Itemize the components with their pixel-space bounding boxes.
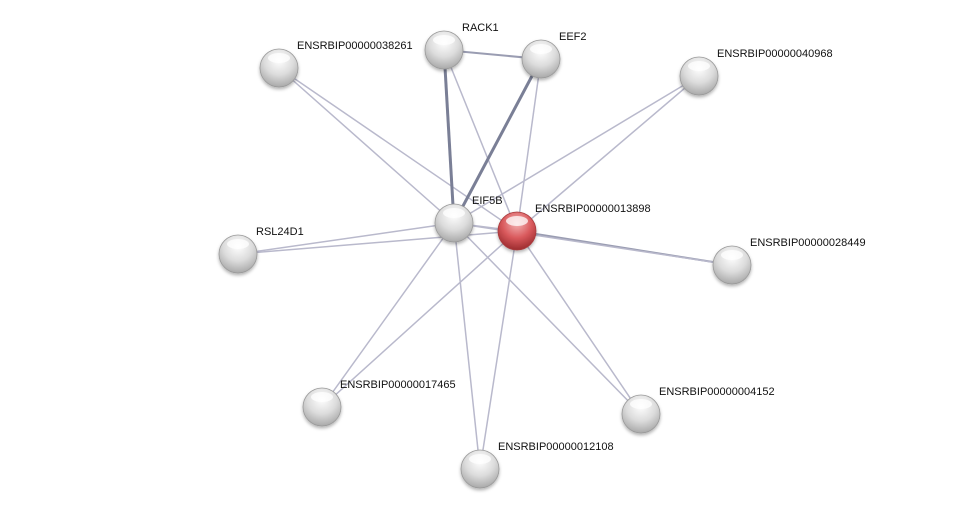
node-label: ENSRBIP00000040968 — [717, 48, 833, 60]
node-ensrbip00000012108[interactable]: ENSRBIP00000012108 — [460, 441, 614, 489]
node-highlight — [433, 35, 455, 45]
node-highlight — [506, 216, 528, 226]
node-ensrbip00000013898[interactable]: ENSRBIP00000013898 — [497, 203, 651, 251]
node-label: RSL24D1 — [256, 226, 304, 238]
edge-ensrbip00000040968-eif5b[interactable] — [453, 75, 700, 224]
edge-ensrbip00000038261-ensrbip00000013898[interactable] — [278, 67, 518, 232]
node-highlight — [688, 61, 710, 71]
node-highlight — [443, 208, 465, 218]
edge-ensrbip00000012108-eif5b[interactable] — [453, 222, 481, 470]
edge-rsl24d1-eif5b[interactable] — [237, 222, 455, 255]
node-eef2[interactable]: EEF2 — [521, 31, 587, 79]
edge-eef2-eif5b[interactable] — [452, 58, 543, 224]
node-highlight — [630, 399, 652, 409]
nodes-layer: ENSRBIP00000038261 RACK1EEF2ENSRBIP000000… — [218, 22, 866, 489]
node-label: RACK1 — [462, 22, 499, 34]
edge-ensrbip00000012108-ensrbip00000013898[interactable] — [479, 230, 518, 470]
edge-eef2-ensrbip00000013898[interactable] — [516, 58, 542, 232]
node-highlight — [227, 239, 249, 249]
node-label: ENSRBIP00000017465 — [340, 379, 456, 391]
edge-ensrbip00000038261-eif5b[interactable] — [278, 67, 455, 224]
edge-ensrbip00000040968-ensrbip00000013898[interactable] — [516, 75, 700, 232]
node-ensrbip00000017465[interactable]: ENSRBIP00000017465 — [302, 379, 456, 427]
node-label: ENSRBIP00000028449 — [750, 237, 866, 249]
node-label: EIF5B — [472, 195, 503, 207]
node-highlight — [469, 454, 491, 464]
node-ensrbip00000004152[interactable]: ENSRBIP00000004152 — [621, 386, 775, 434]
node-highlight — [530, 44, 552, 54]
edge-ensrbip00000017465-ensrbip00000013898[interactable] — [321, 230, 518, 408]
edge-ensrbip00000028449-eif5b[interactable] — [453, 222, 733, 266]
node-label: ENSRBIP00000038261 — [297, 40, 413, 52]
edge-rack1-ensrbip00000013898[interactable] — [443, 49, 518, 232]
edge-ensrbip00000017465-eif5b[interactable] — [321, 222, 455, 408]
node-label: ENSRBIP00000012108 — [498, 441, 614, 453]
node-highlight — [268, 53, 290, 63]
node-ensrbip00000028449[interactable]: ENSRBIP00000028449 — [712, 237, 866, 285]
edge-rsl24d1-ensrbip00000013898[interactable] — [237, 230, 518, 255]
node-rack1[interactable]: RACK1 — [424, 22, 499, 70]
node-label: ENSRBIP00000004152 — [659, 386, 775, 398]
node-eif5b[interactable]: EIF5B — [434, 195, 503, 243]
edge-ensrbip00000004152-ensrbip00000013898[interactable] — [516, 230, 642, 415]
node-rsl24d1[interactable]: RSL24D1 — [218, 226, 304, 274]
edge-rack1-eif5b[interactable] — [442, 49, 456, 224]
node-label: ENSRBIP00000013898 — [535, 203, 651, 215]
node-ensrbip00000038261[interactable]: ENSRBIP00000038261 — [259, 40, 413, 88]
node-ensrbip00000040968[interactable]: ENSRBIP00000040968 — [679, 48, 833, 96]
node-highlight — [721, 250, 743, 260]
node-highlight — [311, 392, 333, 402]
edge-ensrbip00000004152-eif5b[interactable] — [453, 222, 642, 415]
node-label: EEF2 — [559, 31, 587, 43]
